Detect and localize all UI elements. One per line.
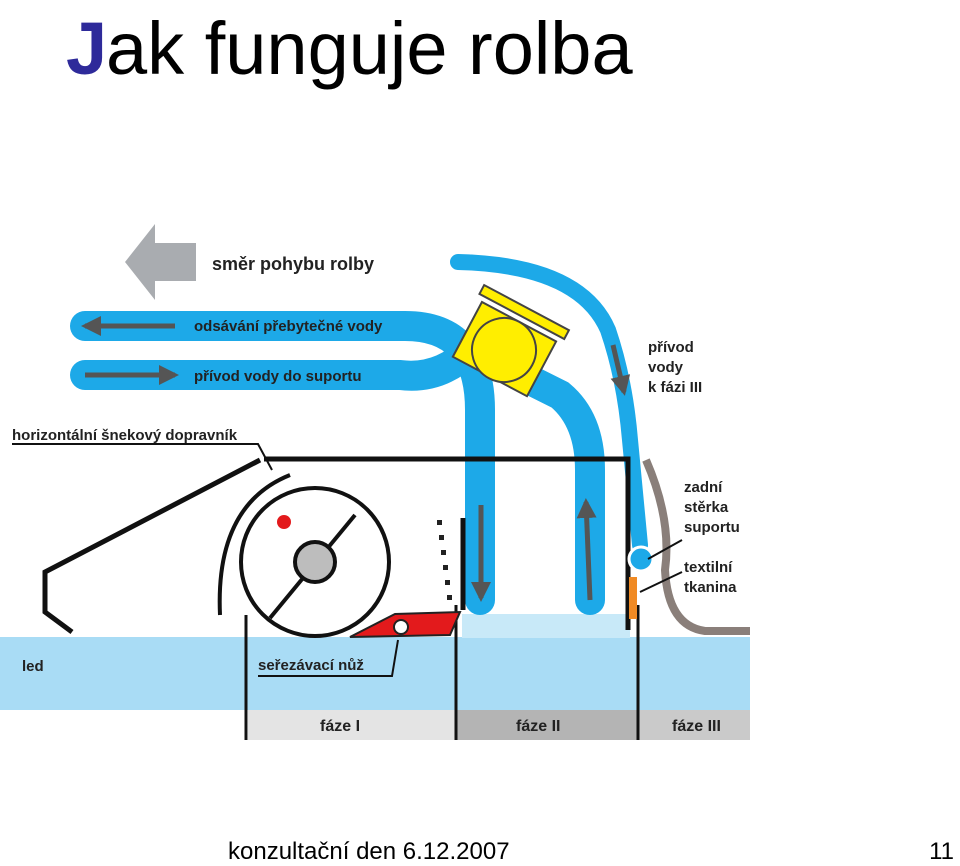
suction-label: odsávání přebytečné vody bbox=[194, 318, 383, 335]
direction-arrow-icon bbox=[125, 224, 196, 300]
water-nozzle-icon bbox=[627, 545, 655, 573]
rear-scraper bbox=[642, 458, 750, 635]
direction-label: směr pohybu rolby bbox=[212, 254, 374, 274]
ice-label: led bbox=[22, 658, 44, 675]
scraper-leader bbox=[647, 539, 683, 560]
blade-leader bbox=[258, 639, 399, 677]
auger-hub bbox=[293, 540, 337, 584]
phase3-supply-pipe bbox=[450, 254, 648, 553]
phase1-label: fáze I bbox=[320, 718, 360, 735]
phase2-bar bbox=[456, 710, 638, 740]
scraper-label: zadní bbox=[684, 479, 723, 496]
title-text: ak funguje rolba bbox=[106, 7, 633, 90]
auger-marker bbox=[277, 515, 291, 529]
phase1-bar bbox=[248, 710, 456, 740]
textile-cloth bbox=[629, 577, 637, 619]
phase3-supply-label: přívod bbox=[648, 339, 694, 356]
scraper-label: suportu bbox=[684, 519, 740, 536]
page-number: 11 bbox=[929, 838, 954, 865]
housing-frame bbox=[264, 456, 631, 630]
footer-text: konzultační den 6.12.2007 bbox=[228, 838, 510, 865]
ice-shavings bbox=[437, 520, 452, 600]
phase2-label: fáze II bbox=[516, 718, 560, 735]
water-supply-label: přívod vody do suportu bbox=[194, 368, 362, 385]
phase3-supply-label: vody bbox=[648, 359, 684, 376]
ice-layer bbox=[0, 637, 750, 710]
auger-cover bbox=[217, 473, 291, 616]
water-film bbox=[462, 614, 630, 638]
auger-leader bbox=[12, 443, 273, 471]
up-flow-arrow-icon bbox=[576, 498, 597, 601]
phase3-label: fáze III bbox=[672, 718, 721, 735]
cloth-leader bbox=[639, 571, 683, 593]
auger-label: horizontální šnekový dopravník bbox=[12, 427, 238, 444]
machine-hood bbox=[42, 457, 262, 635]
blade-label: seřezávací nůž bbox=[258, 657, 364, 674]
cloth-label: tkanina bbox=[684, 579, 737, 596]
cloth-label: textilní bbox=[684, 559, 733, 576]
title-initial: J bbox=[66, 7, 108, 90]
phase3-bar bbox=[638, 710, 750, 740]
phase3-flow-arrow-icon bbox=[610, 344, 631, 396]
phase3-supply-label: k fázi III bbox=[648, 379, 702, 396]
water-supply-pipe bbox=[70, 331, 605, 615]
scraper-label: stěrka bbox=[684, 499, 729, 516]
valve-icon bbox=[451, 283, 571, 398]
blade-bolt bbox=[393, 619, 409, 635]
